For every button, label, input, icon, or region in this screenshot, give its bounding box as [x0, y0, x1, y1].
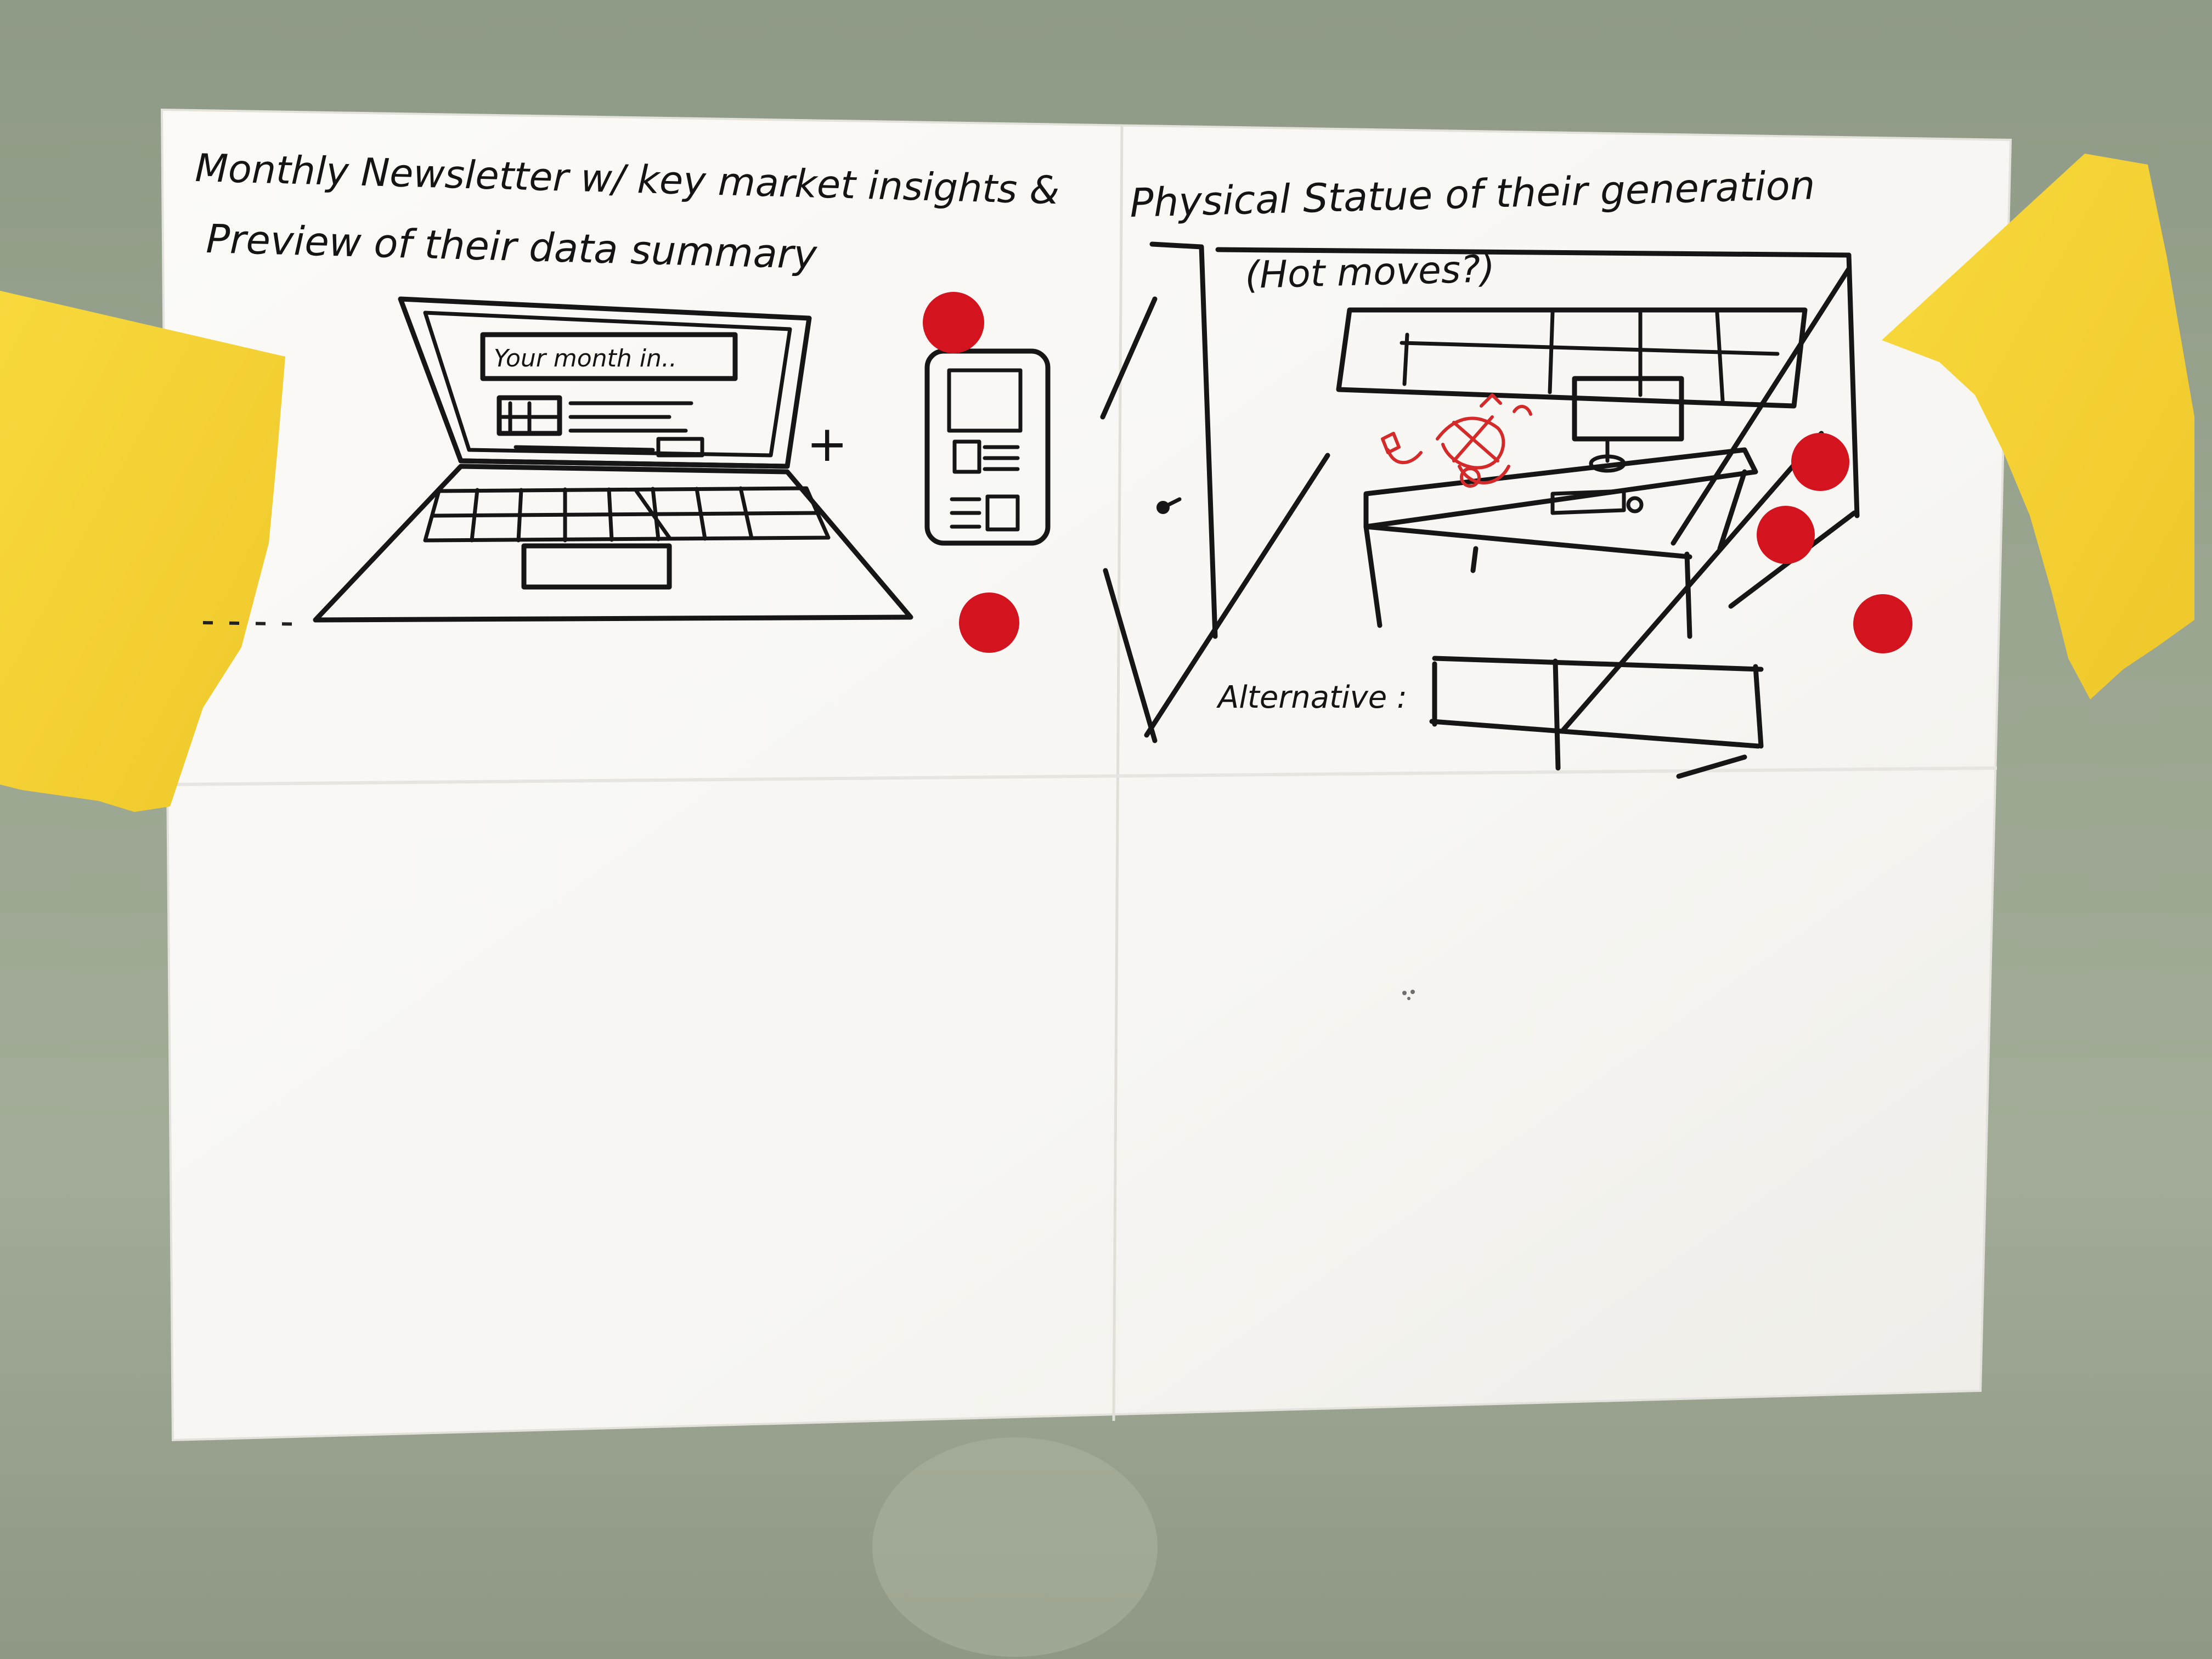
red-dot-sticker-5: [1853, 594, 1912, 653]
red-dot-sticker-1: [923, 292, 984, 353]
room-drawing: [1100, 241, 1860, 779]
plus-sign: +: [806, 415, 848, 473]
paper-fold-vertical: [1112, 126, 1124, 1421]
phone-drawing: [924, 348, 1051, 546]
red-statue-doodle: [1381, 393, 1532, 488]
red-dot-sticker-4: [1757, 506, 1815, 564]
sticky-note-left: [0, 291, 285, 812]
wall-reflection: [872, 1437, 1158, 1657]
statue-subtitle: (Hot moves?): [1244, 247, 1495, 297]
red-dot-sticker-3: [1791, 433, 1849, 491]
laptop-drawing: [313, 296, 913, 623]
dashed-line: [202, 621, 308, 626]
paper-specks: [1402, 990, 1415, 1000]
red-dot-stickers: [923, 292, 1912, 653]
red-dot-sticker-2: [959, 592, 1019, 653]
sticky-note-right: [1882, 154, 2194, 699]
laptop-screen-banner: Your month in..: [494, 345, 677, 373]
alternative-label: Alternative :: [1216, 680, 1407, 715]
